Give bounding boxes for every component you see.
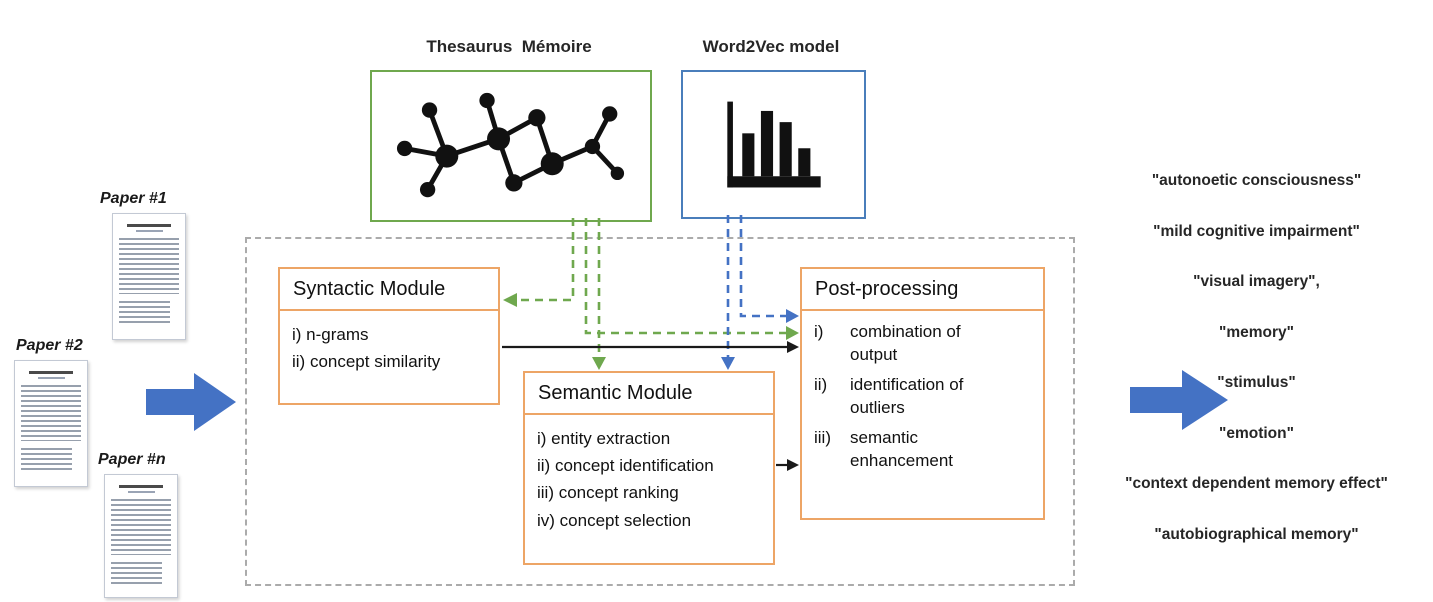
paper-2-label: Paper #2 [16, 337, 83, 354]
item-number: i) [814, 322, 824, 341]
network-graph-icon [396, 92, 625, 197]
item-text: semantic enhancement [850, 427, 954, 470]
semantic-item: iv) concept selection [537, 510, 692, 530]
doc-subtitle-line [135, 230, 163, 232]
syntactic-module-box: Syntactic Module i) n-grams ii) concept … [278, 267, 500, 405]
item-number: iii) [814, 427, 831, 447]
paper-2-thumbnail [14, 360, 88, 487]
semantic-module-box: Semantic Module i) entity extraction ii)… [523, 371, 775, 565]
semantic-item: iii) concept ranking [537, 483, 679, 503]
doc-subtitle-line [37, 377, 65, 379]
syntactic-item: i) n-grams [292, 325, 369, 344]
output-term: "mild cognitive impairment" [1153, 222, 1360, 240]
semantic-item: ii) concept identification [537, 456, 714, 476]
post-processing-item: iii) semantic enhancement [814, 427, 1031, 473]
doc-text-lines [21, 385, 81, 441]
doc-subtitle-line [127, 491, 155, 493]
output-term: "visual imagery", [1193, 273, 1320, 291]
item-text: combination of output [850, 322, 961, 364]
thesaurus-label: Thesaurus Mémoire [426, 37, 592, 56]
paper-1-label: Paper #1 [100, 190, 167, 207]
word2vec-box [681, 70, 866, 219]
doc-title-line [127, 224, 171, 227]
output-term: "stimulus" [1217, 374, 1296, 392]
paper-n-thumbnail [104, 474, 178, 598]
output-term: "autobiographical memory" [1154, 525, 1359, 543]
post-processing-item: i) combination of output [814, 321, 1031, 367]
semantic-module-title: Semantic Module [525, 373, 773, 415]
output-term: "autonoetic consciousness" [1151, 172, 1362, 189]
input-arrow-icon [146, 373, 236, 431]
thesaurus-box [370, 70, 652, 222]
output-term: "emotion" [1219, 424, 1294, 442]
doc-title-line [29, 371, 73, 374]
semantic-item: i) entity extraction [537, 429, 671, 448]
bar-chart-icon [726, 101, 821, 187]
output-arrow-icon [1130, 370, 1228, 430]
doc-text-lines [119, 301, 170, 325]
syntactic-module-title: Syntactic Module [280, 269, 498, 311]
word2vec-label: Word2Vec model [702, 37, 840, 56]
item-number: ii) [814, 374, 828, 394]
post-processing-title: Post-processing [802, 269, 1043, 311]
output-term: "memory" [1218, 323, 1294, 341]
syntactic-item: ii) concept similarity [292, 352, 441, 372]
output-term: "context dependent memory effect" [1125, 475, 1388, 493]
output-terms-list: "autonoetic consciousness" "mild cogniti… [1080, 172, 1433, 544]
post-processing-box: Post-processing i) combination of output… [800, 267, 1045, 520]
doc-text-lines [119, 238, 179, 294]
paper-1-thumbnail [112, 213, 186, 340]
doc-title-line [119, 485, 163, 488]
paper-n-label: Paper #n [98, 451, 166, 468]
doc-text-lines [111, 562, 162, 586]
item-text: identification of outliers [850, 374, 964, 417]
post-processing-item: ii) identification of outliers [814, 374, 1031, 420]
doc-text-lines [21, 448, 72, 472]
doc-text-lines [111, 499, 171, 555]
